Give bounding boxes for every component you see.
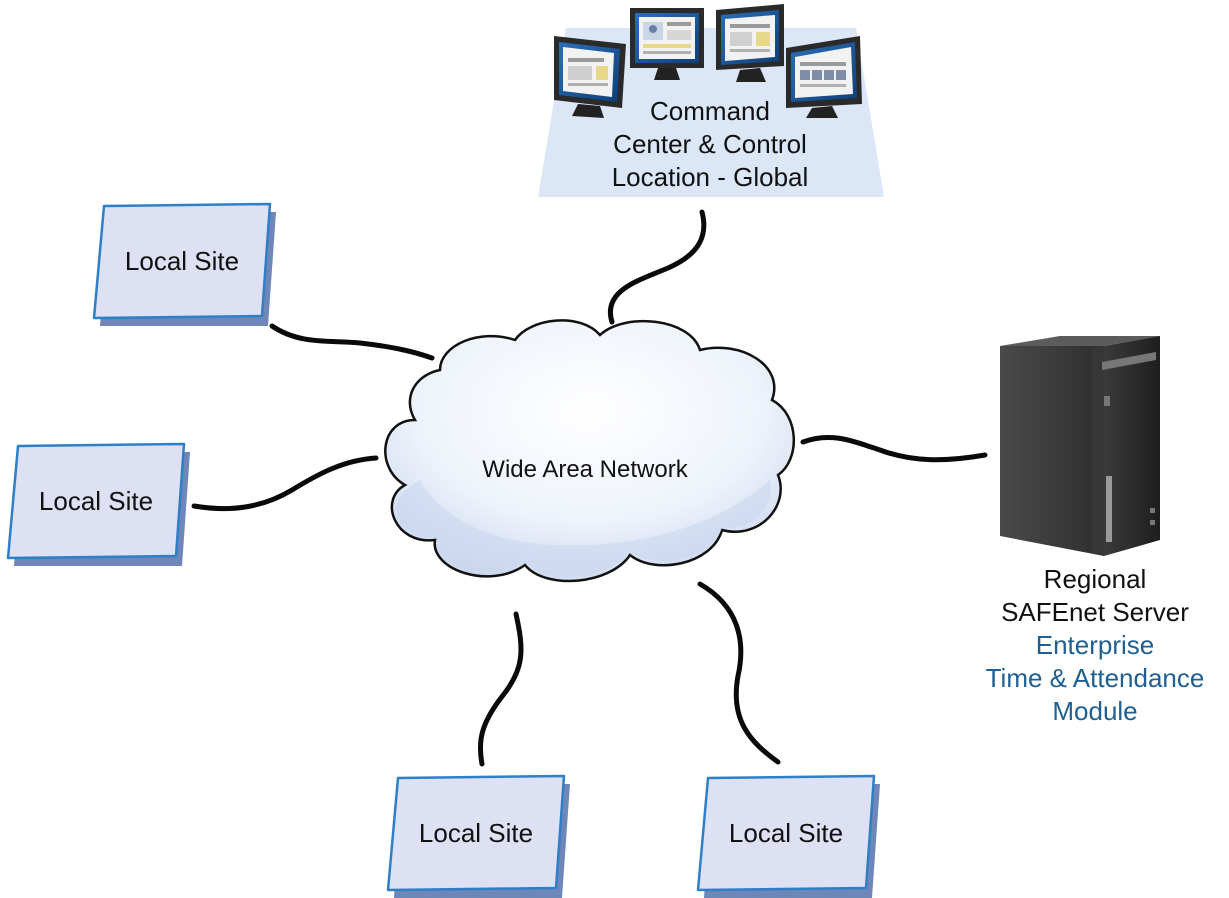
cloud-shape [384, 319, 796, 583]
monitor-icon [630, 8, 704, 80]
command-center-label-line-1: Command [650, 96, 770, 126]
module-label-line-2: Time & Attendance [986, 663, 1205, 693]
cables [191, 209, 988, 767]
safenet-server: Regional SAFEnet Server Enterprise Time … [986, 336, 1205, 726]
local-site-box: Local Site [696, 774, 880, 898]
command-center-label-line-3: Location - Global [612, 162, 809, 192]
local-site-label: Local Site [419, 818, 533, 848]
wide-area-network-cloud: Wide Area Network [384, 319, 796, 583]
module-label-line-1: Enterprise [1036, 630, 1155, 660]
monitor-icon [786, 36, 862, 118]
cable-local-site-1 [269, 323, 435, 361]
local-site-label: Local Site [125, 246, 239, 276]
cable-server [800, 434, 988, 463]
local-site-box: Local Site [92, 202, 276, 326]
cable-local-site-2 [191, 455, 379, 512]
local-site-label: Local Site [39, 486, 153, 516]
cloud-highlight [396, 480, 771, 577]
cable-local-site-3 [477, 611, 524, 767]
wan-label: Wide Area Network [482, 456, 688, 483]
local-site-box: Local Site [6, 442, 190, 566]
command-center: Command Center & Control Location - Glob… [538, 4, 884, 197]
server-tower-icon [1000, 336, 1160, 556]
cable-local-site-4 [697, 581, 781, 765]
monitor-icon [554, 36, 626, 118]
command-center-label-line-2: Center & Control [613, 129, 807, 159]
server-title-line-1: Regional [1044, 564, 1147, 594]
server-title-line-2: SAFEnet Server [1001, 597, 1189, 627]
monitor-icon [716, 4, 784, 82]
local-site-box: Local Site [386, 774, 570, 898]
module-label-line-3: Module [1052, 696, 1137, 726]
local-site-label: Local Site [729, 818, 843, 848]
cable-command-center [607, 209, 707, 325]
